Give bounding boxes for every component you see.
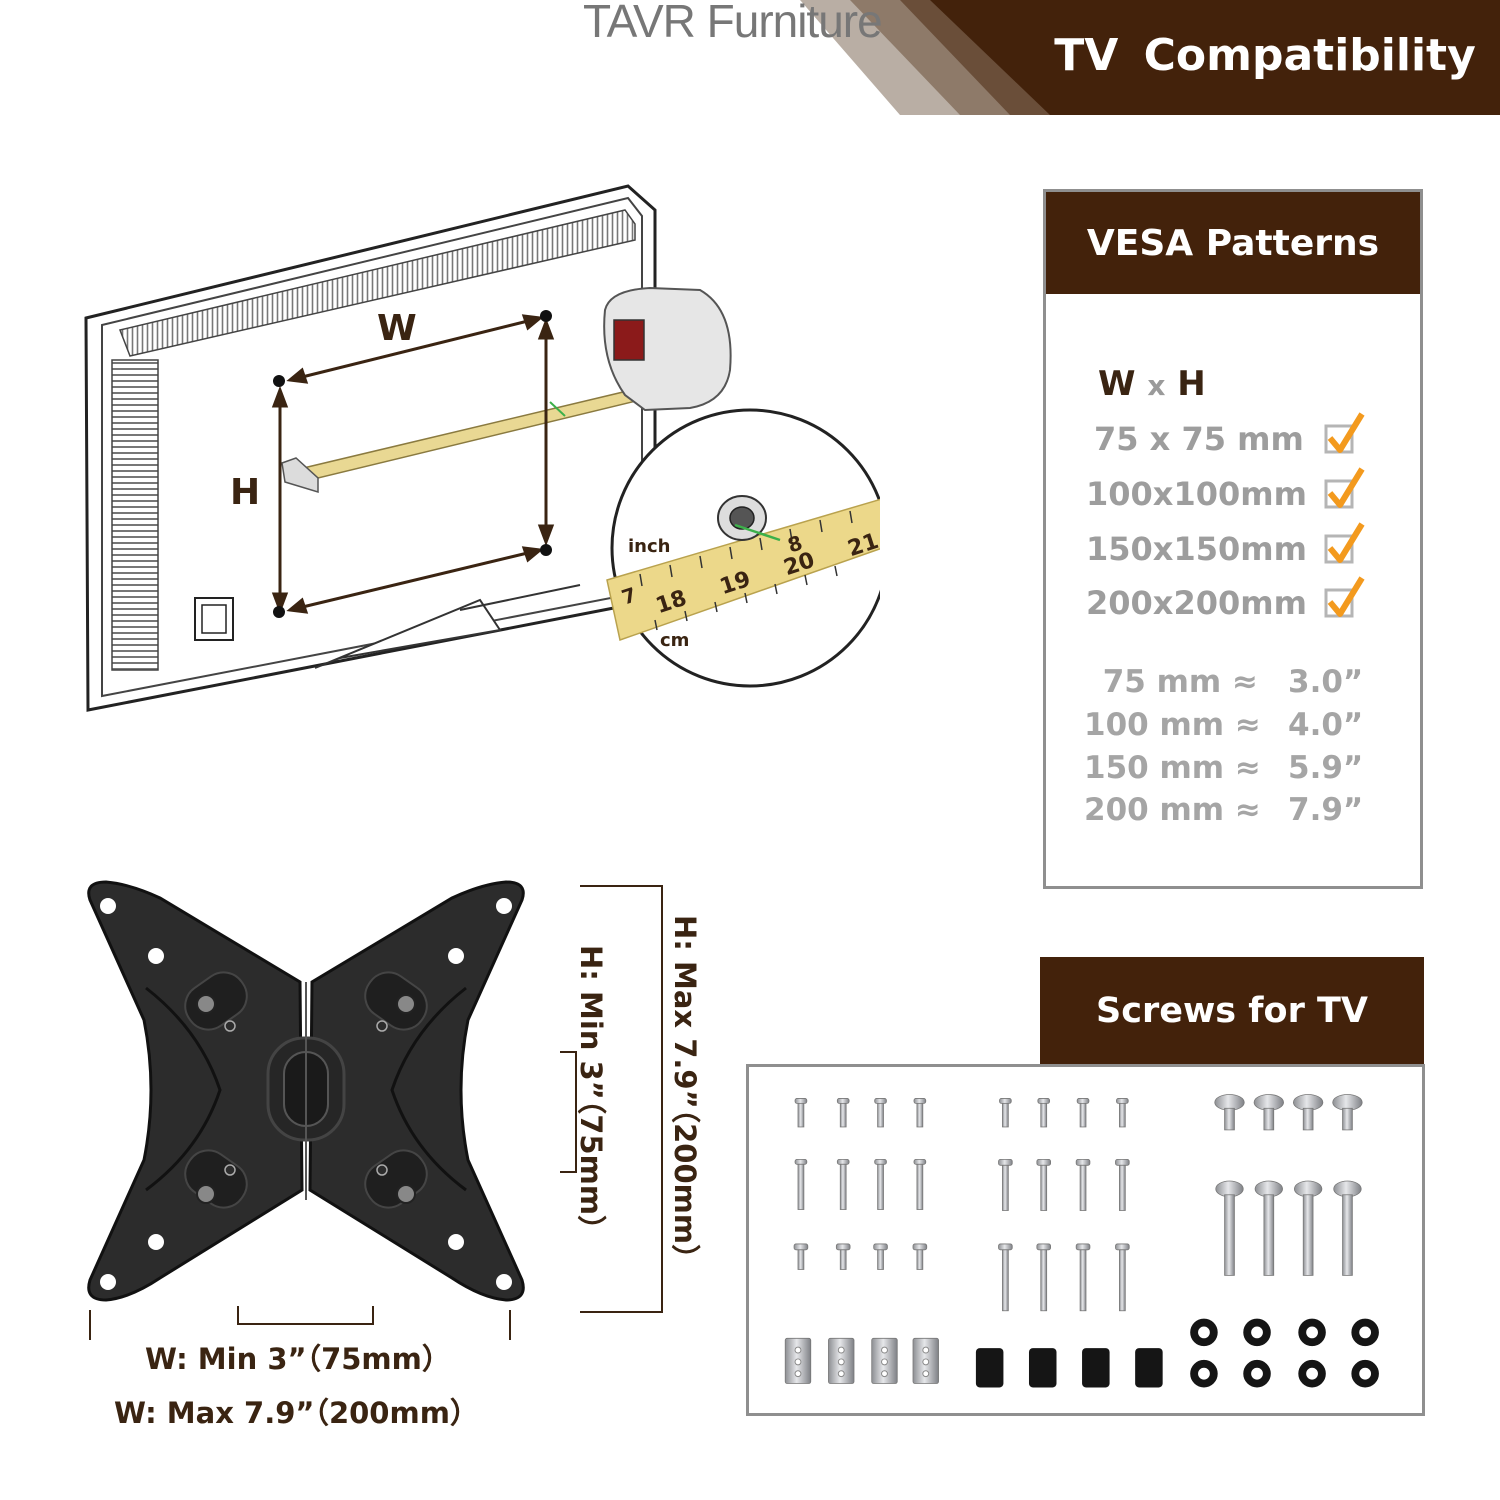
tape-inch-label: inch [628,536,671,557]
width-label: W [377,308,417,349]
page-title: TV Compatibility [1054,30,1476,81]
checkbox-checked-icon [1324,467,1365,509]
width-max-label: W: Max 7.9”（200mm） [114,1396,479,1430]
tv-back-diagram [84,184,880,712]
conversion-row: 150 mm ≈ 5.9” [1084,750,1384,786]
conversion-row: 200 mm ≈ 7.9” [1084,792,1384,828]
conversion-inch: 4.0” [1288,707,1364,743]
width-min-label: W: Min 3”（75mm） [145,1342,451,1376]
screws-title: Screws for TV [1040,957,1424,1065]
conversion-row: 75 mm ≈ 3.0” [1084,664,1384,700]
vesa-pattern-label: 100x100mm [1086,475,1307,513]
conversion-inch: 5.9” [1288,750,1364,786]
checkbox-checked-icon [1324,412,1365,454]
tape-cm-label: cm [660,630,690,651]
conversion-mm: 75 mm ≈ [1102,664,1258,700]
wxh-heading: W x H [1098,364,1206,404]
vesa-pattern-label: 150x150mm [1086,530,1307,568]
wxh-w: W [1098,364,1136,404]
height-label: H [230,472,261,513]
vesa-title: VESA Patterns [1046,192,1420,294]
conversion-inch: 3.0” [1288,664,1364,700]
conversion-inch: 7.9” [1288,792,1364,828]
vesa-pattern-row: 200x200mm [1086,576,1386,624]
height-max-label: H: Max 7.9”（200mm） [668,915,702,1274]
height-dimension-lines [560,885,663,1313]
wxh-h: H [1177,364,1206,404]
conversion-row: 100 mm ≈ 4.0” [1084,707,1384,743]
vesa-patterns-panel: VESA Patterns W x H 75 x 75 mm 100x100mm… [1043,189,1423,889]
screws-panel [746,1064,1425,1416]
mounting-plate-diagram [87,880,525,1340]
vesa-pattern-row: 150x150mm [1086,522,1386,570]
vesa-pattern-row: 75 x 75 mm [1094,412,1394,460]
wxh-x: x [1147,369,1166,402]
checkbox-checked-icon [1324,522,1365,564]
header-band [800,0,1500,115]
brand-name: TAVR Furniture [583,0,883,47]
vesa-pattern-label: 200x200mm [1086,584,1307,622]
vesa-pattern-row: 100x100mm [1086,467,1386,515]
vesa-pattern-label: 75 x 75 mm [1094,420,1304,458]
conversion-mm: 200 mm ≈ [1084,792,1261,828]
checkbox-checked-icon [1324,576,1365,618]
conversion-mm: 100 mm ≈ [1084,707,1261,743]
conversion-mm: 150 mm ≈ [1084,750,1261,786]
height-min-label: H: Min 3”（75mm） [574,945,608,1245]
